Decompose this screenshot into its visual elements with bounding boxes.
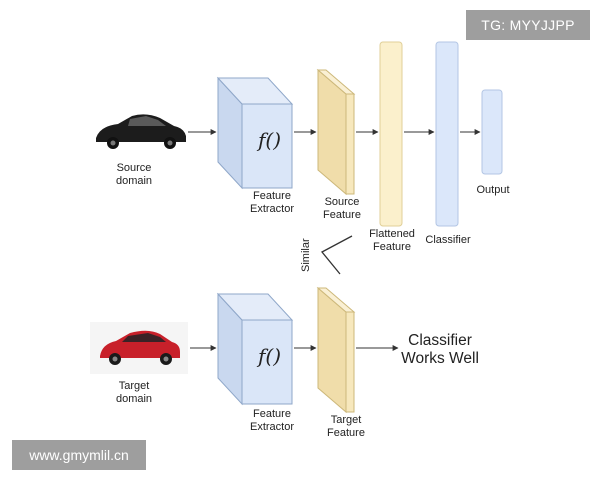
source-extractor-function-label: f() xyxy=(258,128,282,152)
output-bar xyxy=(481,89,503,175)
target-feature-extractor-box xyxy=(216,292,294,406)
source-feature-extractor-box xyxy=(216,76,294,190)
target-feature-label: Target Feature xyxy=(327,414,365,439)
target-extractor-label: Feature Extractor xyxy=(249,408,294,433)
target-extractor-function-label: f() xyxy=(258,344,282,368)
source-extractor-label: Feature Extractor xyxy=(249,190,294,215)
classifier-label: Classifier xyxy=(425,234,471,246)
classifier-bar xyxy=(435,41,459,227)
source-feature-slab xyxy=(316,68,356,196)
output-label: Output xyxy=(476,184,510,196)
source-car-icon xyxy=(96,114,186,149)
similar-bracket xyxy=(320,235,353,275)
target-domain-label: Target domain xyxy=(115,380,153,405)
target-feature-slab xyxy=(316,286,356,414)
target-car-icon xyxy=(100,330,180,365)
watermark-top-badge: TG: MYYJJPP xyxy=(466,10,590,40)
classifier-works-well-label: Classifier Works Well xyxy=(401,332,479,367)
similar-label: Similar xyxy=(300,238,312,272)
source-feature-label: Source Feature xyxy=(323,196,361,221)
source-domain-label: Source domain xyxy=(115,162,153,187)
flattened-feature-bar xyxy=(379,41,403,227)
flattened-feature-label: Flattened Feature xyxy=(369,228,415,253)
watermark-bottom-badge: www.gmymlil.cn xyxy=(12,440,146,470)
